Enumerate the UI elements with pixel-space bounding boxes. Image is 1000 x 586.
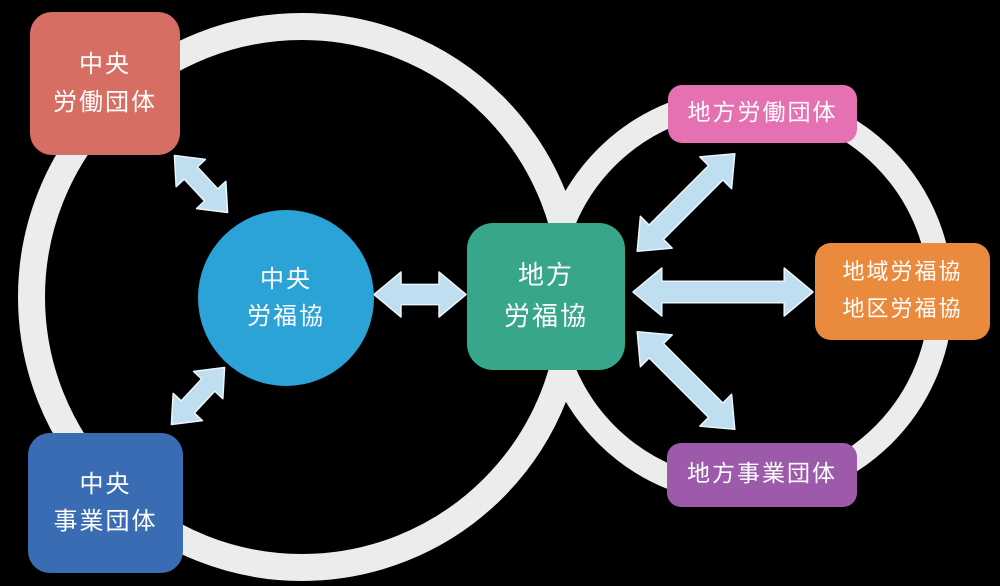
node-label-line: 労働団体 <box>53 87 157 116</box>
node-label-line: 地方労働団体 <box>687 100 838 127</box>
double-arrow-regional-rofukyo-area-rofukyo <box>632 267 814 317</box>
double-arrow-central-labor-central-rofukyo <box>173 154 229 214</box>
double-arrow-central-business-central-rofukyo <box>170 366 226 426</box>
double-arrow-regional-rofukyo-regional-labor <box>636 152 736 253</box>
double-arrow-central-rofukyo-regional-rofukyo <box>373 271 467 318</box>
double-arrow-regional-rofukyo-regional-business <box>636 330 736 431</box>
node-regional-rofukyo: 地方 労福協 <box>467 223 625 370</box>
node-label-line: 労福協 <box>503 301 588 332</box>
node-label-line: 事業団体 <box>53 507 158 535</box>
node-central-rofukyo: 中央 労福協 <box>198 210 374 386</box>
node-label-line: 中央 <box>79 469 132 498</box>
node-central-labor-organizations: 中央 労働団体 <box>30 12 180 155</box>
node-label-line: 地区労福協 <box>842 296 963 322</box>
node-label-line: 中央 <box>260 264 312 293</box>
node-label-line: 地域労福協 <box>842 260 963 286</box>
node-label-line: 地方事業団体 <box>687 461 837 488</box>
node-area-district-rofukyo: 地域労福協 地区労福協 <box>815 243 990 340</box>
node-regional-labor-organizations: 地方労働団体 <box>668 85 857 143</box>
node-regional-business-organizations: 地方事業団体 <box>667 443 857 507</box>
node-label-line: 中央 <box>79 50 131 79</box>
node-label-line: 地方 <box>517 261 574 292</box>
node-label-line: 労福協 <box>247 302 325 330</box>
node-central-business-organizations: 中央 事業団体 <box>28 433 183 573</box>
